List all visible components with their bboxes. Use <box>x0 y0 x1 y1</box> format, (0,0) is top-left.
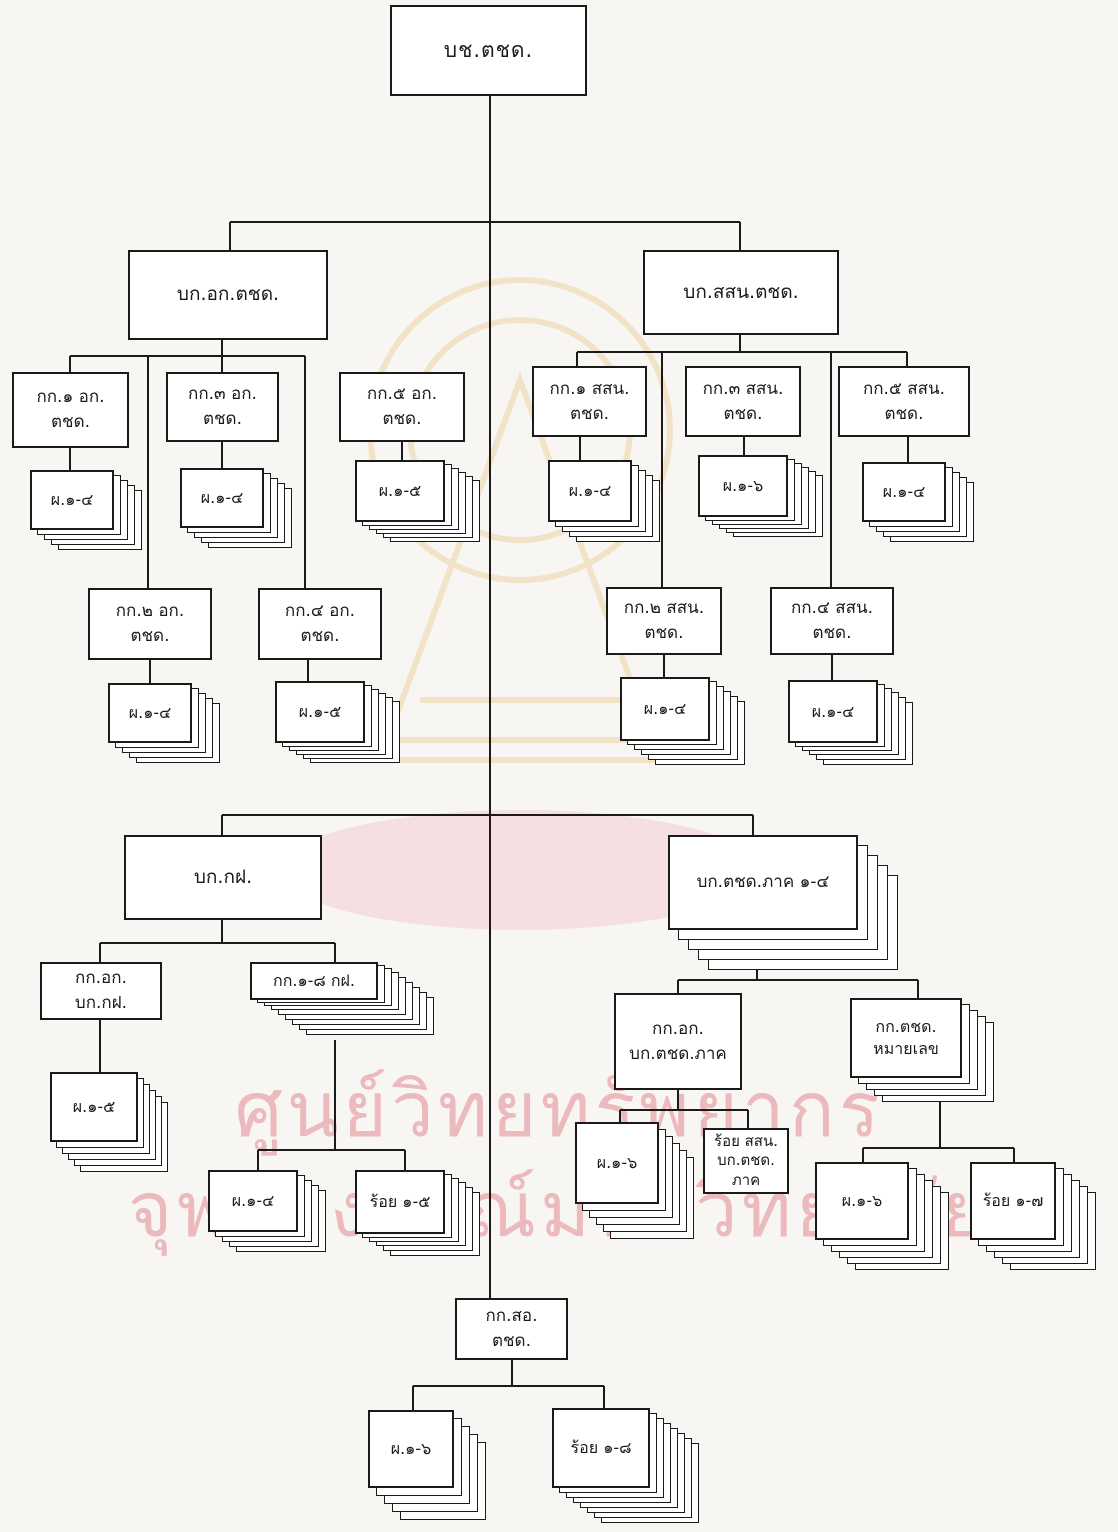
division-stack: ผ.๑-๔ <box>30 470 142 550</box>
division-stack: ผ.๑-๕ <box>355 460 480 542</box>
unit-box-bk-ok: บก.อก.ตชด. <box>128 250 328 340</box>
unit-box-kk-ok-kf: กก.อก. บก.กฝ. <box>40 962 162 1020</box>
division-stack: ร้อย ๑-๗ <box>970 1162 1100 1274</box>
stack-label: ร้อย ๑-๕ <box>355 1170 445 1234</box>
stack-label: ผ.๑-๔ <box>180 468 264 528</box>
division-stack: ผ.๑-๔ <box>862 462 974 542</box>
division-stack: ผ.๑-๔ <box>108 683 220 763</box>
unit-box-kk4-ssn: กก.๔ สสน. ตชด. <box>770 587 894 655</box>
division-stack: ผ.๑-๕ <box>50 1072 168 1172</box>
stack-label: ผ.๑-๔ <box>788 680 878 743</box>
division-stack: ผ.๑-๔ <box>208 1170 328 1255</box>
division-stack: ผ.๑-๔ <box>548 460 660 542</box>
unit-box-bk-ssn: บก.สสน.ตชด. <box>643 250 839 335</box>
division-stack: ผ.๑-๖ <box>368 1410 488 1522</box>
stack-label: ผ.๑-๕ <box>275 681 365 743</box>
stack-label: ร้อย ๑-๘ <box>552 1408 650 1488</box>
unit-box-kk1-ssn: กก.๑ สสน. ตชด. <box>532 366 647 437</box>
unit-box-kk-ok-region: กก.อก. บก.ตชด.ภาค <box>614 993 742 1090</box>
stack-label: ผ.๑-๔ <box>30 470 114 530</box>
unit-stack-bk-region: บก.ตชด.ภาค ๑-๔ <box>668 835 908 980</box>
unit-box-roi-ssn-region: ร้อย สสน. บก.ตชด. ภาค <box>703 1128 789 1194</box>
stack-label: ผ.๑-๔ <box>620 677 710 741</box>
unit-box-kk2-ssn: กก.๒ สสน. ตชด. <box>606 587 722 655</box>
stack-label: ผ.๑-๕ <box>355 460 445 522</box>
division-stack: ร้อย ๑-๕ <box>355 1170 480 1258</box>
stack-label: ผ.๑-๔ <box>208 1170 298 1232</box>
division-stack: ผ.๑-๔ <box>180 468 292 548</box>
division-stack: ผ.๑-๕ <box>275 681 400 763</box>
stack-label: ผ.๑-๖ <box>698 455 788 517</box>
unit-box-kk2-ok: กก.๒ อก. ตชด. <box>88 588 212 660</box>
stack-label: ผ.๑-๕ <box>50 1072 138 1142</box>
unit-box-kk-tcd-unit: กก.ตชด. หมายเลข <box>850 998 962 1078</box>
unit-box-kk5-ok: กก.๕ อก. ตชด. <box>339 372 465 442</box>
unit-box-bk-region: บก.ตชด.ภาค ๑-๔ <box>668 835 858 930</box>
unit-box-kk3-ok: กก.๓ อก. ตชด. <box>166 372 279 442</box>
division-stack: ผ.๑-๖ <box>575 1122 695 1240</box>
unit-box-bk-kf: บก.กฝ. <box>124 835 322 920</box>
stack-label: กก.๑-๘ กฝ. <box>250 962 378 1000</box>
stack-label: ผ.๑-๖ <box>368 1410 454 1488</box>
stack-label: ผ.๑-๔ <box>108 683 192 743</box>
unit-box-kk4-ok: กก.๔ อก. ตชด. <box>258 588 382 660</box>
division-stack: ผ.๑-๖ <box>698 455 823 537</box>
division-stack: ผ.๑-๔ <box>620 677 745 765</box>
stack-label: ผ.๑-๖ <box>815 1162 909 1240</box>
division-stack: ร้อย ๑-๘ <box>552 1408 702 1528</box>
stack-label: ผ.๑-๔ <box>548 460 632 522</box>
unit-box-kk1-ok: กก.๑ อก. ตชด. <box>12 372 129 448</box>
unit-box-kk5-ssn: กก.๕ สสน. ตชด. <box>838 366 970 437</box>
stack-label: ผ.๑-๔ <box>862 462 946 522</box>
stack-label: ร้อย ๑-๗ <box>970 1162 1056 1240</box>
stack-label: ผ.๑-๖ <box>575 1122 659 1204</box>
unit-stack-kk-tcd: กก.ตชด. หมายเลข <box>850 998 1000 1108</box>
unit-box-kk3-ssn: กก.๓ สสน. ตชด. <box>685 366 801 437</box>
division-stack: ผ.๑-๖ <box>815 1162 950 1274</box>
unit-box-root: บช.ตชด. <box>390 5 587 96</box>
division-stack: กก.๑-๘ กฝ. <box>250 962 435 1040</box>
division-stack: ผ.๑-๔ <box>788 680 913 765</box>
unit-box-kk-so: กก.สอ. ตชด. <box>455 1298 568 1360</box>
